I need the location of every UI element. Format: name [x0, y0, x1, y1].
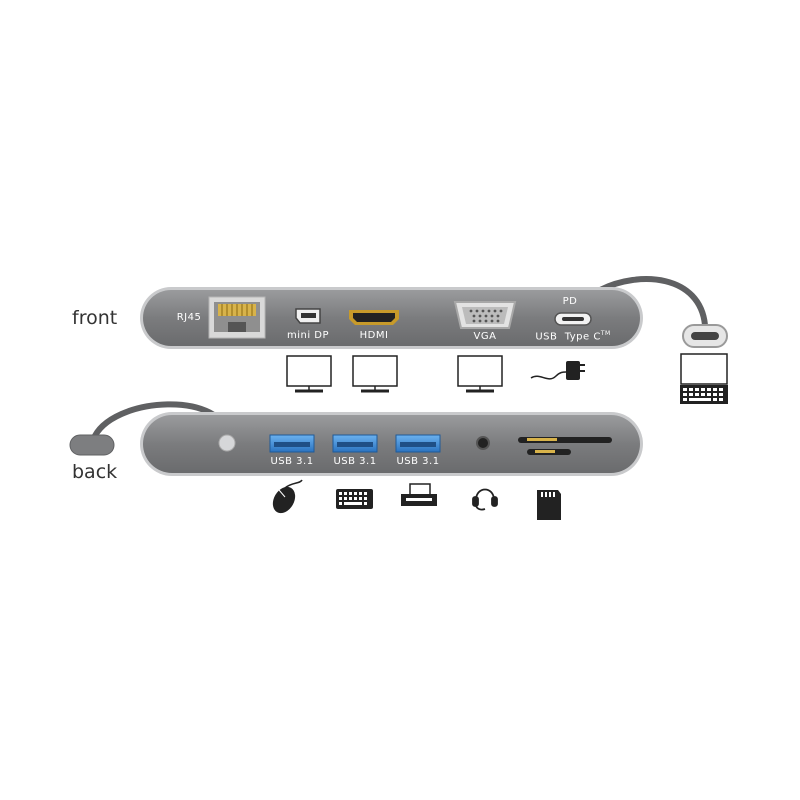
monitor-icon [352, 355, 398, 393]
laptop-icon [680, 353, 728, 404]
hdmi-label: HDMI [359, 330, 389, 341]
cable-entry [218, 434, 236, 452]
mini-dp-port [295, 308, 321, 324]
headset-icon [472, 488, 498, 511]
rj45-label: RJ45 [176, 312, 202, 323]
keyboard-icon [336, 489, 373, 509]
usb-3-1-port [269, 434, 315, 453]
rj45-port [208, 296, 266, 339]
vga-label: VGA [473, 331, 497, 342]
usb-port-label: USB 3.1 [333, 456, 377, 467]
pd-label: PD [562, 296, 578, 307]
sd-card-icon [537, 490, 561, 520]
printer-icon [401, 483, 437, 506]
audio-jack [476, 436, 490, 450]
usb-c-label: USB Type CTM [535, 330, 610, 342]
front-side-label: front [72, 307, 118, 329]
vga-port [453, 301, 517, 329]
usb-3-1-port [395, 434, 441, 453]
usb-port-label: USB 3.1 [270, 456, 314, 467]
usb-c-plug [682, 324, 728, 348]
usb-port-label: USB 3.1 [396, 456, 440, 467]
back-body [140, 412, 643, 476]
front-cable [597, 276, 708, 328]
usb-c-port [554, 312, 592, 326]
back-side-label: back [72, 461, 118, 483]
power-adapter-icon [530, 361, 585, 380]
mouse-icon [272, 479, 303, 514]
trademark-mark: TM [600, 330, 611, 337]
usb-3-1-port [332, 434, 378, 453]
usb-c-label-text: USB Type C [535, 331, 601, 343]
back-cable-plug [69, 434, 115, 456]
monitor-icon [286, 355, 332, 393]
mini-dp-label: mini DP [286, 330, 330, 341]
card-reader-slots [518, 437, 612, 455]
hdmi-port [349, 310, 399, 325]
monitor-icon [457, 355, 503, 393]
